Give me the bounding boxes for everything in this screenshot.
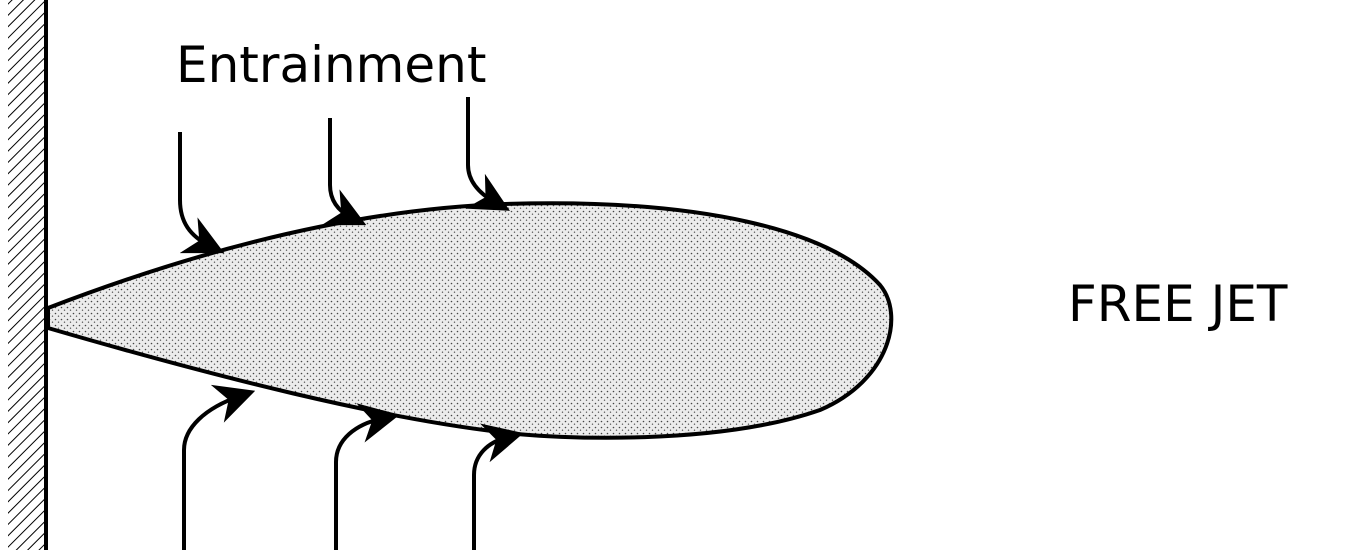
- entrainment-arrow-lower-2: [336, 418, 384, 550]
- wall-hatching: [8, 0, 46, 550]
- entrainment-arrow-upper-2: [330, 118, 352, 218]
- free-jet-label: FREE JET: [1068, 275, 1288, 333]
- entrainment-arrow-upper-1: [180, 132, 210, 246]
- entrainment-arrow-upper-3: [468, 97, 496, 203]
- jet-plume: [48, 203, 891, 438]
- entrainment-arrow-lower-1: [184, 396, 240, 550]
- wall: [8, 0, 46, 550]
- entrainment-arrow-lower-3: [474, 437, 508, 550]
- entrainment-label: Entrainment: [176, 36, 486, 94]
